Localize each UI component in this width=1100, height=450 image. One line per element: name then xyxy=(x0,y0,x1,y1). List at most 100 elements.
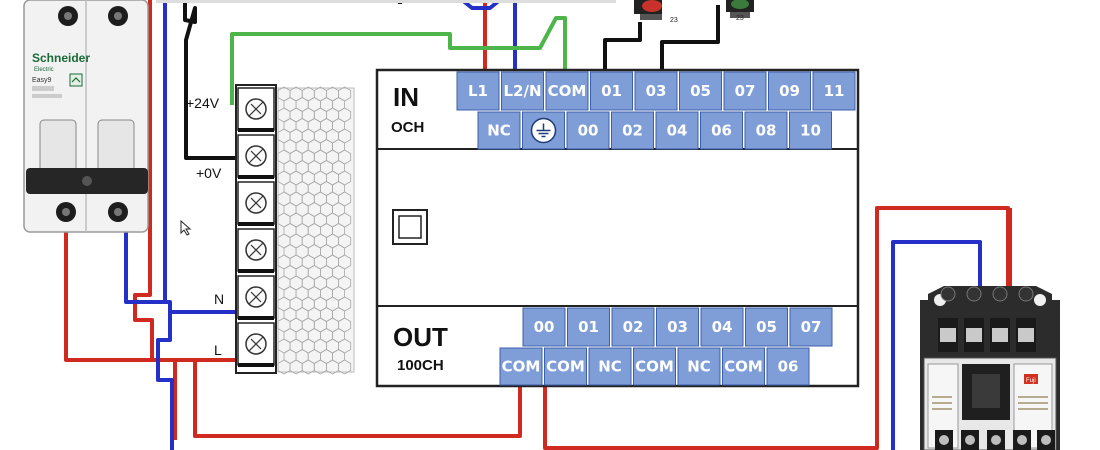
black-wire-0v xyxy=(183,0,240,160)
plc-in-channel: OCH xyxy=(391,119,424,136)
plc-terminal-label: 05 xyxy=(756,318,777,336)
plc-terminal-in_bottom_row-0: NC xyxy=(477,111,521,150)
plc-terminal-in_bottom_row-7: 10 xyxy=(789,111,832,150)
ps-terminal-screw-0 xyxy=(237,87,275,132)
plc-terminal-label: COM xyxy=(635,358,674,376)
breaker-subbrand-label: Electric xyxy=(34,67,54,73)
plc-terminal-in_bottom_row-6: 08 xyxy=(744,111,788,150)
plc-terminal-label: 06 xyxy=(711,122,732,140)
red-wire-left-vertical xyxy=(133,0,154,360)
plc-terminal-label: 03 xyxy=(667,318,688,336)
contactor-bottom-screw-1 xyxy=(961,430,979,450)
plc-out-label: OUT xyxy=(393,322,448,352)
plc-terminal-label: COM xyxy=(546,358,585,376)
contactor-top-screw-2 xyxy=(990,286,1010,352)
plc-terminal-label: 05 xyxy=(690,82,711,100)
mouse-pointer-icon xyxy=(180,219,192,236)
plc-terminal-label: NC xyxy=(687,358,711,376)
contactor-brand: Fuji xyxy=(1026,378,1036,384)
plc-terminal-in_top_row-3: 01 xyxy=(590,71,633,111)
plc-terminal-out_bottom_row-3: COM xyxy=(633,347,676,386)
circuit-breaker: Schneider Electric Easy9 xyxy=(23,0,149,233)
plc-in-label: IN xyxy=(393,82,419,112)
ps-terminal-screw-3 xyxy=(237,228,275,273)
plc-terminal-out_top_row-0: 00 xyxy=(522,307,566,347)
plc-terminal-label: 09 xyxy=(779,82,800,100)
push-button-right: 23 xyxy=(726,0,754,22)
plc-terminal-in_top_row-5: 05 xyxy=(679,71,722,111)
ps-zero-v-label: +0V xyxy=(196,165,222,181)
black-wire-button-left xyxy=(603,22,642,72)
plc-terminal-in_top_row-1: L2/N xyxy=(501,71,544,111)
red-wire-breaker-to-l xyxy=(64,215,177,440)
plc-terminal-out_top_row-6: 07 xyxy=(789,307,833,347)
plc-terminal-label: 00 xyxy=(578,122,599,140)
plc-terminal-in_bottom_row-4: 04 xyxy=(655,111,699,150)
plc-terminal-in_top_row-0: L1 xyxy=(456,71,500,111)
contactor-bottom-screw-0 xyxy=(935,430,953,450)
contactor-bottom-screw-4 xyxy=(1037,430,1055,450)
plc-terminal-in_top_row-6: 07 xyxy=(723,71,767,111)
plc-out-channel: 100CH xyxy=(397,357,444,374)
plc-terminal-in_bottom_row-1 xyxy=(522,111,565,150)
plc-terminal-label: COM xyxy=(548,82,587,100)
plc-terminal-in_top_row-7: 09 xyxy=(768,71,811,111)
plc-terminal-in_top_row-4: 03 xyxy=(634,71,678,111)
plc-terminal-label: 08 xyxy=(756,122,777,140)
plc-terminal-label: 11 xyxy=(824,82,845,100)
plc-terminal-out_bottom_row-1: COM xyxy=(544,347,587,386)
plc-terminal-out_top_row-4: 04 xyxy=(700,307,744,347)
wires xyxy=(64,0,1012,450)
plc-terminal-in_bottom_row-3: 02 xyxy=(611,111,654,150)
ps-l-label: L xyxy=(214,342,222,358)
plc-terminal-out_bottom_row-0: COM xyxy=(499,347,543,386)
plc-terminal-label: 02 xyxy=(623,318,644,336)
ps-terminal-screw-5 xyxy=(237,322,275,367)
breaker-brand-label: Schneider xyxy=(32,51,90,65)
plc-terminal-label: L2/N xyxy=(503,82,541,100)
plc-terminal-out_top_row-2: 02 xyxy=(611,307,655,347)
ps-terminal-screw-4 xyxy=(237,275,275,320)
power-supply-vent-mesh xyxy=(277,86,352,375)
blue-wire-contactor xyxy=(891,240,982,450)
plc-terminal-label: 00 xyxy=(534,318,555,336)
plc-terminal-label: NC xyxy=(487,122,511,140)
plc-terminal-out_top_row-3: 03 xyxy=(656,307,699,347)
green-wire-24v-to-com xyxy=(230,16,567,105)
breaker-ce-mark xyxy=(69,73,83,87)
plc-terminal-label: 03 xyxy=(646,82,667,100)
plc-terminal-label: 02 xyxy=(622,122,643,140)
plc-terminal-label: 04 xyxy=(667,122,688,140)
plc-terminal-label: 07 xyxy=(735,82,756,100)
black-wire-button-right xyxy=(660,5,720,72)
plc-terminal-label: 01 xyxy=(578,318,599,336)
plc-terminal-label: 04 xyxy=(712,318,733,336)
ps-terminal-screw-1 xyxy=(237,134,275,179)
power-supply-heatsink xyxy=(277,87,355,373)
plc-terminal-out_top_row-5: 05 xyxy=(745,307,788,347)
power-supply: +24V +0V N L xyxy=(186,84,355,375)
plc-terminal-label: NC xyxy=(598,358,622,376)
contactor-top-screw-3 xyxy=(1016,286,1036,352)
ps-plus24v-label: +24V xyxy=(186,95,220,111)
plc-terminal-in_bottom_row-2: 00 xyxy=(566,111,610,150)
plc-terminal-out_bottom_row-5: COM xyxy=(722,347,765,386)
push-button-left-tag: 23 xyxy=(670,17,678,24)
plc-terminal-label: 07 xyxy=(801,318,822,336)
breaker-model-label: Easy9 xyxy=(32,77,52,84)
push-button-right-tag: 23 xyxy=(736,15,744,22)
plc-terminal-out_bottom_row-4: NC xyxy=(677,347,721,386)
plc-terminal-in_top_row-8: 11 xyxy=(812,71,856,111)
contactor-top-screw-1 xyxy=(964,286,984,352)
plc-terminal-out_top_row-1: 01 xyxy=(567,307,610,347)
plc-terminal-label: L1 xyxy=(468,82,488,100)
contactor-top-screw-0 xyxy=(938,286,958,352)
ps-n-label: N xyxy=(214,291,224,307)
blue-wire-top-fork xyxy=(460,0,502,10)
red-wire-l-loop xyxy=(193,358,522,438)
plc-terminal-out_bottom_row-2: NC xyxy=(588,347,632,386)
contactor-bottom-screw-3 xyxy=(1013,430,1031,450)
plc-terminal-label: 10 xyxy=(800,122,821,140)
plc-terminal-in_top_row-2: COM xyxy=(545,71,589,111)
